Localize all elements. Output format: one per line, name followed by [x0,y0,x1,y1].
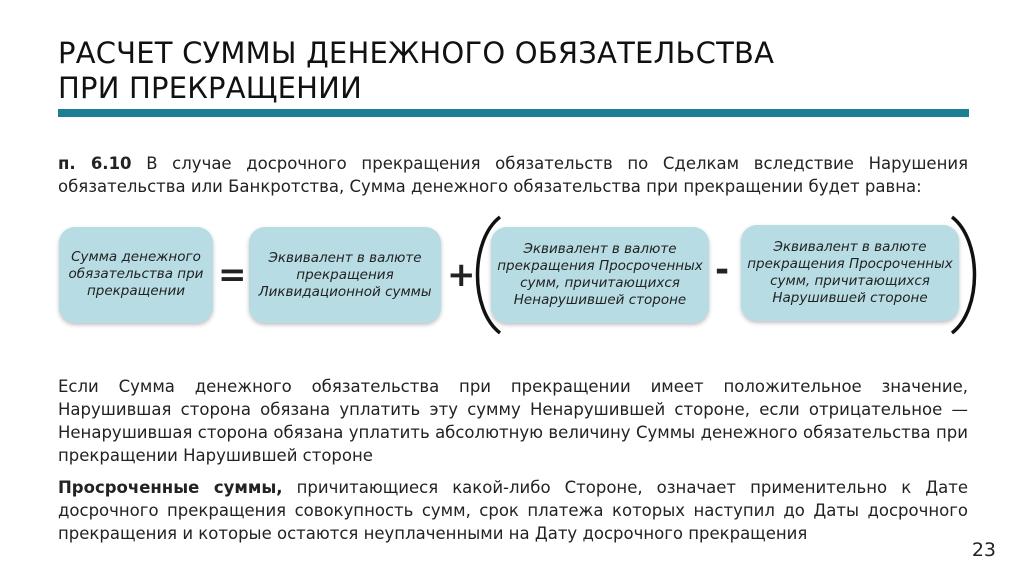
formula-box-3-label: Эквивалент в валюте прекращения Просроче… [497,241,703,308]
definition-term: Просроченные суммы, [58,478,283,497]
plus-operator: + [447,255,476,295]
intro-text: В случае досрочного прекращения обязател… [58,154,969,196]
title-line-2: ПРИ ПРЕКРАЩЕНИИ [58,71,362,105]
title-divider [58,109,969,117]
explanation-paragraph: Если Сумма денежного обязательства при п… [58,377,968,465]
clause-reference: п. 6.10 [58,154,132,173]
intro-paragraph: п. 6.10 В случае досрочного прекращения … [58,152,968,198]
right-bracket [950,215,977,335]
equals-operator: = [218,255,247,295]
formula-box-liquidation-amount: Эквивалент в валюте прекращения Ликвидац… [249,227,441,323]
minus-operator: - [715,250,730,290]
formula-box-4-label: Эквивалент в валюте прекращения Просроче… [747,239,953,306]
slide-title: РАСЧЕТ СУММЫ ДЕНЕЖНОГО ОБЯЗАТЕЛЬСТВА ПРИ… [58,36,958,106]
definition-text: причитающиеся какой-либо Стороне, означа… [58,478,968,543]
formula-box-overdue-nondefaulting: Эквивалент в валюте прекращения Просроче… [491,227,709,323]
formula-box-2-label: Эквивалент в валюте прекращения Ликвидац… [258,249,432,300]
page-number: 23 [971,539,996,561]
formula-box-overdue-defaulting: Эквивалент в валюте прекращения Просроче… [741,225,959,321]
formula-box-1-label: Сумма денежного обязательства при прекра… [68,249,204,299]
formula-box-termination-amount: Сумма денежного обязательства при прекра… [59,227,213,323]
left-bracket [475,215,502,335]
definition-paragraph: Просроченные суммы, причитающиеся какой-… [58,476,968,545]
title-line-1: РАСЧЕТ СУММЫ ДЕНЕЖНОГО ОБЯЗАТЕЛЬСТВА [58,36,775,70]
